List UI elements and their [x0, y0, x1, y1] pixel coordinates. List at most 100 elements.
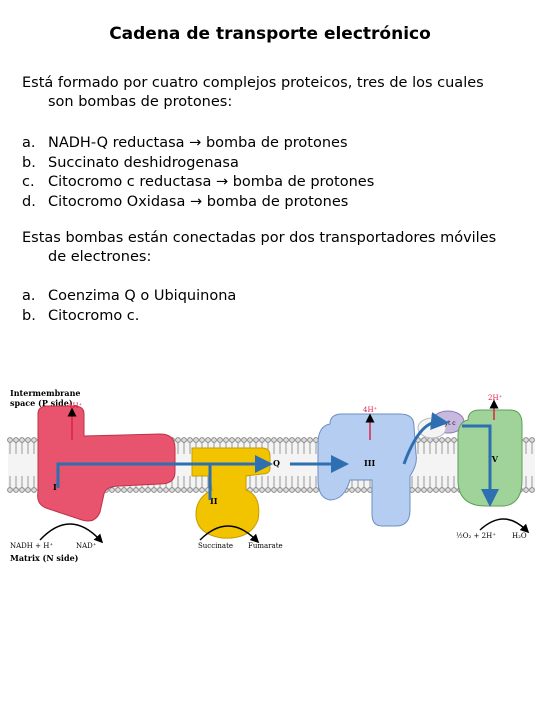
- lipid-head: [313, 487, 319, 493]
- complexes-list: a. NADH-Q reductasa → bomba de protones …: [22, 134, 374, 212]
- intermembrane-label-2: space (P side): [10, 398, 73, 408]
- lipid-head: [187, 437, 193, 443]
- lipid-head: [355, 487, 361, 493]
- lipid-head: [151, 487, 157, 493]
- lipid-head: [253, 487, 259, 493]
- carriers-line-2: de electrones:: [48, 249, 152, 265]
- complex-1-label: I: [53, 482, 57, 492]
- lipid-head: [241, 437, 247, 443]
- lipid-head: [31, 437, 37, 443]
- lipid-head: [229, 437, 235, 443]
- lipid-head: [439, 487, 445, 493]
- lipid-head: [19, 487, 25, 493]
- lipid-head: [421, 437, 427, 443]
- lipid-head: [295, 437, 301, 443]
- list-item: c. Citocromo c reductasa → bomba de prot…: [22, 173, 374, 193]
- water-label: H₂O: [512, 532, 527, 540]
- lipid-head: [193, 487, 199, 493]
- complex-1-protons: 4H⁺: [68, 402, 83, 410]
- lipid-head: [445, 487, 451, 493]
- lipid-head: [277, 437, 283, 443]
- lipid-head: [259, 437, 265, 443]
- lipid-head: [265, 437, 271, 443]
- oxygen-label: ½O₂ + 2H⁺: [456, 532, 496, 540]
- lipid-head: [163, 487, 169, 493]
- lipid-head: [175, 487, 181, 493]
- lipid-head: [427, 487, 433, 493]
- lipid-head: [247, 437, 253, 443]
- complex-3-shape: [317, 413, 417, 527]
- lipid-head: [109, 487, 115, 493]
- complex-name: Succinato deshidrogenasa: [48, 154, 239, 171]
- lipid-head: [175, 437, 181, 443]
- lipid-head: [421, 487, 427, 493]
- lipid-head: [139, 487, 145, 493]
- lipid-head: [13, 437, 19, 443]
- lipid-head: [523, 437, 529, 443]
- lipid-head: [283, 437, 289, 443]
- complex-4-label: IV: [488, 454, 499, 464]
- complex-3-label: III: [364, 458, 375, 468]
- complex-2-shape: [191, 447, 271, 539]
- lipid-head: [157, 487, 163, 493]
- lipid-head: [277, 487, 283, 493]
- lipid-head: [199, 437, 205, 443]
- lipid-head: [19, 437, 25, 443]
- lipid-head: [433, 487, 439, 493]
- lipid-head: [115, 487, 121, 493]
- list-marker: d.: [22, 193, 36, 210]
- list-marker: c.: [22, 174, 35, 190]
- list-item: a. Coenzima Q o Ubiquinona: [22, 287, 236, 307]
- lipid-head: [307, 437, 313, 443]
- lipid-head: [223, 437, 229, 443]
- lipid-head: [121, 487, 127, 493]
- lipid-head: [259, 487, 265, 493]
- coenzyme-q-label: Q: [273, 458, 280, 468]
- nad-label: NAD⁺: [76, 542, 97, 550]
- carrier-name: Citocromo c.: [48, 307, 140, 324]
- list-marker: a.: [22, 288, 36, 304]
- complex-role: bomba de protones: [232, 174, 375, 190]
- lipid-head: [199, 487, 205, 493]
- lipid-head: [289, 437, 295, 443]
- lipid-head: [451, 437, 457, 443]
- succinate-label: Succinate: [198, 542, 233, 550]
- lipid-head: [523, 487, 529, 493]
- electron-path-4: [402, 412, 449, 465]
- complex-role: bomba de protones: [206, 193, 349, 210]
- list-item: b. Succinato deshidrogenasa: [22, 154, 374, 174]
- electron-transport-diagram: Intermembrane space (P side) Matrix (N s…: [7, 388, 535, 563]
- lipid-head: [439, 437, 445, 443]
- arrow-right-icon: →: [189, 193, 203, 210]
- lipid-head: [145, 487, 151, 493]
- lipid-head: [127, 487, 133, 493]
- lipid-head: [295, 487, 301, 493]
- arrow-right-icon: →: [215, 174, 229, 190]
- nadh-arc: [39, 523, 104, 544]
- lipid-head: [25, 487, 31, 493]
- lipid-head: [7, 437, 13, 443]
- complex-name: Citocromo Oxidasa: [48, 193, 186, 210]
- lipid-head: [211, 437, 217, 443]
- lipid-head: [25, 437, 31, 443]
- intro-line-2: son bombas de protones:: [48, 94, 233, 110]
- intro-line-1: Está formado por cuatro complejos protei…: [22, 75, 484, 91]
- lipid-head: [529, 487, 535, 493]
- carrier-name: Coenzima Q o Ubiquinona: [48, 288, 237, 304]
- list-marker: a.: [22, 135, 36, 151]
- lipid-head: [451, 487, 457, 493]
- lipid-head: [235, 437, 241, 443]
- lipid-head: [265, 487, 271, 493]
- intro-paragraph: Está formado por cuatro complejos protei…: [22, 74, 522, 112]
- complex-2-label: II: [210, 496, 218, 506]
- electron-path-5: [462, 424, 499, 507]
- fumarate-label: Fumarate: [248, 542, 283, 550]
- lipid-head: [7, 487, 13, 493]
- list-item: b. Citocromo c.: [22, 307, 236, 327]
- lipid-head: [529, 437, 535, 443]
- lipid-head: [271, 437, 277, 443]
- lipid-head: [187, 487, 193, 493]
- complex-name: NADH-Q reductasa: [48, 135, 185, 151]
- lipid-head: [349, 487, 355, 493]
- lipid-head: [289, 487, 295, 493]
